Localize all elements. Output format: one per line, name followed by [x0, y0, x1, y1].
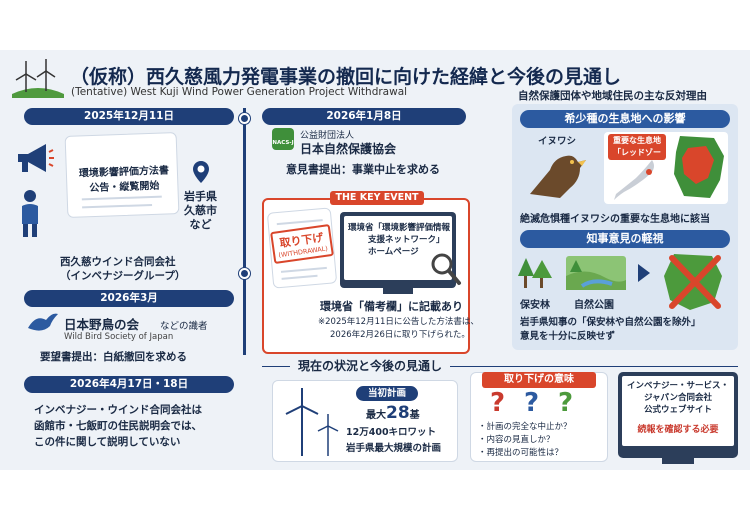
japan-map-icon — [614, 160, 654, 200]
megaphone-icon — [18, 144, 54, 172]
wbsj-english-name: Wild Bird Society of Japan — [64, 332, 174, 342]
plan-scale: 岩手県最大規模の計画 — [346, 443, 442, 454]
magnifier-icon — [431, 253, 461, 285]
event-date-badge: 2026年3月 — [24, 290, 234, 307]
timeline-dot — [239, 268, 250, 279]
event-date-badge: 2026年1月8日 — [262, 108, 466, 125]
withdrawal-meaning-badge: 取り下げの意味 — [482, 372, 596, 388]
reason1-caption: 絶滅危惧種イヌワシの重要な生息地に該当 — [520, 214, 710, 225]
key-event-note: 環境省「備考欄」に記載あり — [320, 300, 463, 313]
timeline-dot — [239, 113, 250, 124]
page-subtitle: (Tentative) West Kuji Wind Power Generat… — [71, 86, 408, 98]
list-item: ・内容の見直しか？ — [478, 435, 555, 445]
withdrawal-meaning-list: ・計画の完全な中止か？ ・内容の見直しか？ ・再提出の可能性は？ — [478, 421, 572, 460]
page-title: （仮称）西久慈風力発電事業の撤回に向けた経緯と今後の見通し — [70, 66, 622, 88]
outlook-divider — [262, 366, 738, 367]
nature-park-icon — [566, 256, 626, 290]
nacs-org-name: 日本自然保護協会 — [300, 142, 397, 156]
event-date-badge: 2025年12月11日 — [24, 108, 234, 125]
forest-icon — [518, 258, 552, 288]
nacs-org-type: 公益財団法人 — [300, 131, 355, 141]
park-label: 自然公園 — [574, 300, 614, 311]
turbine-count: 最大28基 — [366, 403, 420, 423]
wind-turbine-logo-icon — [12, 59, 64, 98]
bird-logo-icon — [28, 313, 58, 331]
wbsj-action: 要望書提出：白紙撤回を求める — [40, 351, 187, 363]
company-group: （インベナジーグループ） — [60, 270, 186, 282]
company-name: 西久慈ウインド合同会社 — [60, 256, 176, 268]
key-event-label: THE KEY EVENT — [330, 191, 424, 205]
redzone-label: 重要な生息地 「レッドゾーン」 — [608, 134, 666, 169]
question-mark-icon: ? — [490, 388, 506, 418]
company-website-text: インベナジー・サービス・ ジャパン合同会社 公式ウェブサイト — [626, 381, 729, 415]
follow-up-notice: 続報を確認する必要 — [637, 425, 719, 435]
ministry-website-text: 環境省「環境影響評価情報 支援ネットワーク」 ホームページ — [348, 223, 451, 257]
event-date-badge: 2026年4月17日・18日 — [24, 376, 234, 393]
location-pin-icon — [193, 161, 209, 183]
document-sheet: 環境影響評価方法書 公告・縦覧開始 — [64, 132, 180, 218]
person-presenting-icon — [22, 190, 38, 237]
eagle-label: イヌワシ — [538, 136, 577, 147]
monitor-stand — [383, 288, 413, 294]
key-event-footnote: ※2025年12月11日に公告した方法書は、 2026年2月26日に取り下げられ… — [318, 317, 479, 340]
nacs-logo: NACS-J — [272, 128, 294, 150]
reason2-caption: 岩手県知事の「保安林や自然公園を除外」 意見を十分に反映せず — [520, 317, 701, 342]
question-mark-icon: ? — [558, 388, 574, 418]
nacs-action: 意見書提出：事業中止を求める — [286, 163, 440, 176]
wbsj-suffix: などの識者 — [160, 321, 208, 332]
iwate-redzone-map-icon — [674, 136, 724, 198]
reason-heading: 知事意見の軽視 — [520, 230, 730, 248]
list-item: ・計画の完全な中止か？ — [478, 422, 572, 432]
reasons-title: 自然保護団体や地域住民の主な反対理由 — [518, 90, 707, 102]
timeline-spine — [243, 108, 246, 355]
reason-heading: 希少種の生息地への影響 — [520, 110, 730, 128]
event4-description: インベナジー・ウインド合同会社は 函館市・七飯町の住民説明会では、 この件に関し… — [34, 404, 202, 448]
website-monitor — [618, 372, 738, 458]
monitor-icon — [340, 212, 456, 288]
forest-label: 保安林 — [520, 300, 550, 311]
wind-turbines-icon — [285, 388, 339, 456]
wbsj-name: 日本野鳥の会 — [64, 317, 140, 332]
doc-subtitle: 公告・縦覧開始 — [89, 180, 160, 195]
original-plan-badge: 当初計画 — [356, 386, 418, 401]
planned-capacity: 12万400キロワット — [346, 427, 437, 438]
list-item: ・再提出の可能性は？ — [478, 448, 564, 458]
arrow-right-icon — [638, 264, 650, 282]
question-mark-icon: ? — [524, 388, 540, 418]
outlook-title: 現在の状況と今後の見通し — [290, 357, 451, 374]
location-label: 岩手県 久慈市 など — [184, 190, 217, 231]
monitor-stand — [662, 458, 694, 464]
excluded-area-map-icon — [664, 254, 722, 310]
golden-eagle-icon — [530, 155, 586, 198]
